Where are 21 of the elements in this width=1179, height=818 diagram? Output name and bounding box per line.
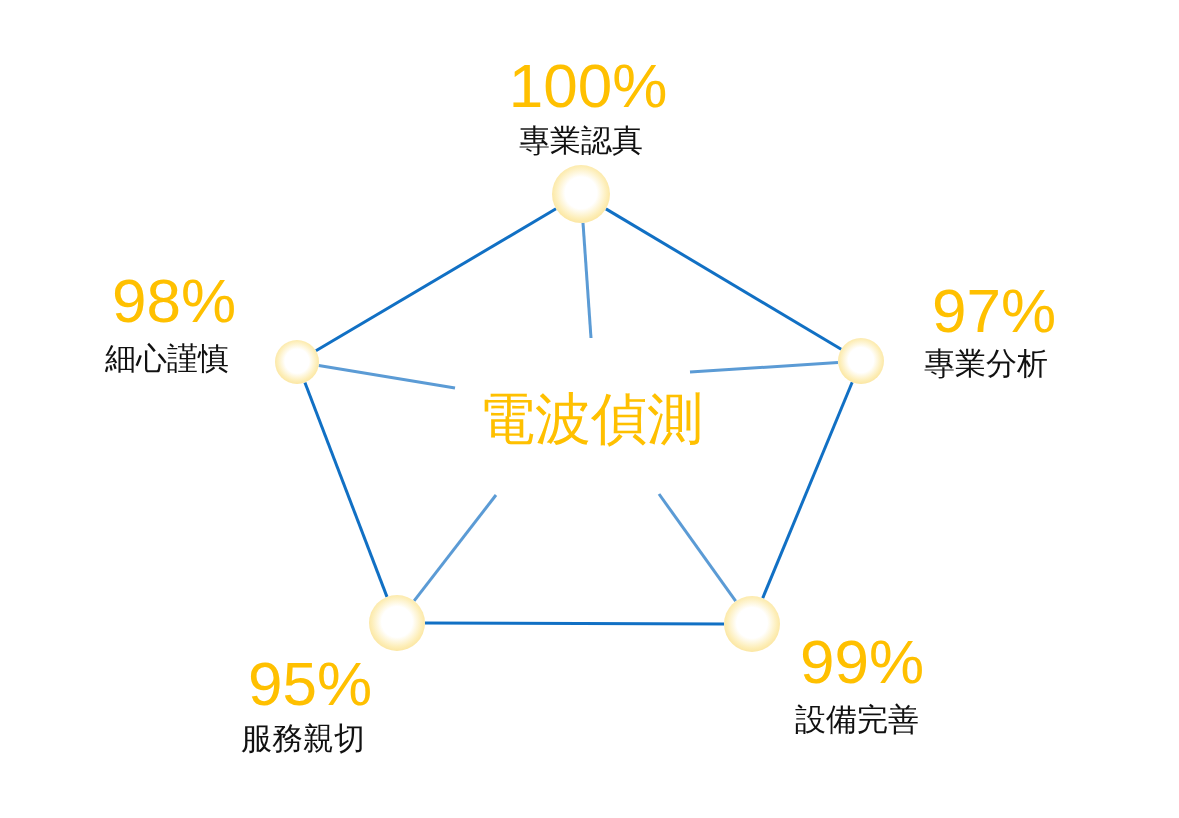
node-label: 專業分析 — [924, 348, 1048, 379]
connector-line — [315, 207, 557, 353]
connector-line — [657, 493, 737, 603]
connector-line — [303, 381, 389, 598]
percentage-value: 97% — [931, 280, 1057, 342]
percentage-value: 100% — [508, 55, 668, 117]
node-label: 細心謹慎 — [105, 343, 229, 374]
connector-line — [318, 364, 456, 390]
node-label: 專業認真 — [519, 125, 643, 156]
connector-line — [425, 621, 724, 626]
center-label: 電波偵測 — [479, 391, 703, 447]
connector-line — [581, 222, 593, 339]
node-label: 設備完善 — [795, 704, 919, 735]
connector-line — [412, 494, 498, 602]
percentage-value: 95% — [247, 653, 373, 715]
connector-line — [761, 381, 854, 599]
connector-line — [605, 207, 842, 351]
percentage-value: 99% — [799, 631, 925, 693]
percentage-value: 98% — [111, 270, 237, 332]
node-label: 服務親切 — [241, 723, 365, 754]
connector-line — [689, 361, 839, 374]
